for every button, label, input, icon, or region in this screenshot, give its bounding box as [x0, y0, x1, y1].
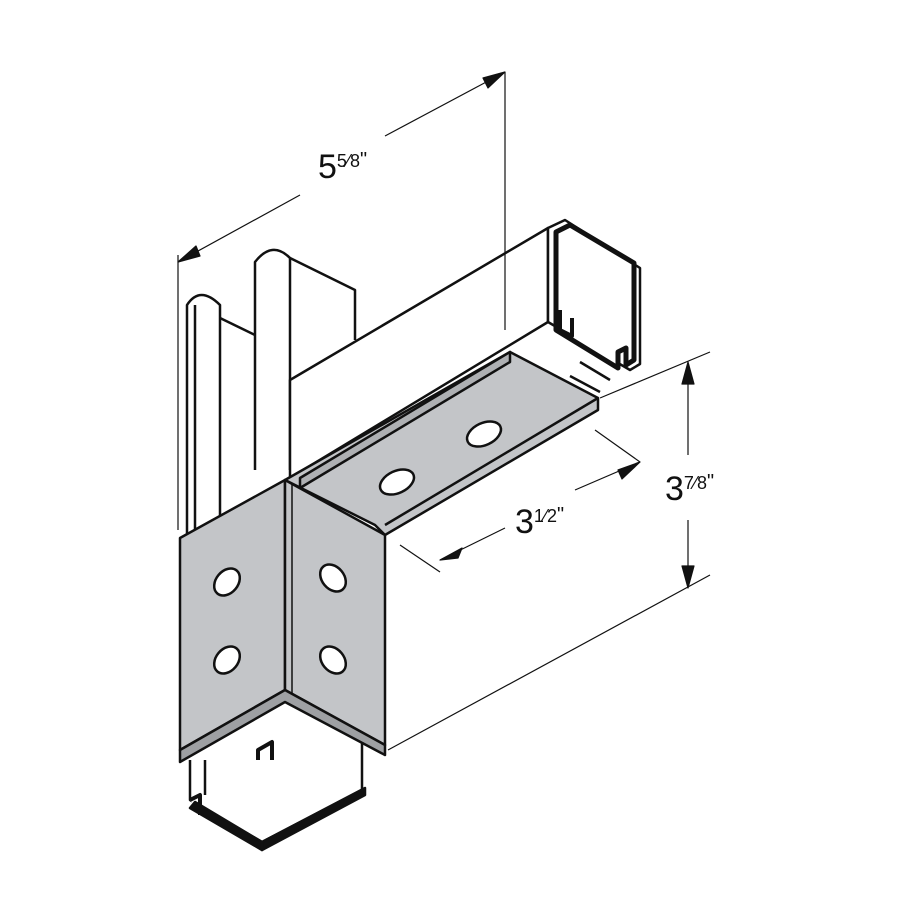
dimension-length-label: 55⁄8"	[318, 150, 367, 184]
dimension-height-label: 37⁄8"	[665, 472, 714, 506]
arm-whole: 3	[515, 503, 534, 541]
height-fraction: 7⁄8	[683, 473, 707, 493]
lower-channel	[188, 740, 367, 852]
arm-unit: "	[556, 504, 565, 526]
vertical-channel	[185, 248, 357, 535]
height-unit: "	[706, 471, 715, 493]
bracket-plate	[178, 350, 600, 764]
length-whole: 5	[318, 148, 337, 186]
bolt-holes	[212, 420, 503, 675]
dimension-arm-label: 31⁄2"	[515, 505, 564, 539]
dimension-lines	[177, 71, 711, 751]
horizontal-channel	[288, 218, 642, 480]
height-whole: 3	[665, 470, 684, 508]
length-fraction: 5⁄8	[336, 151, 360, 171]
arm-fraction: 1⁄2	[533, 506, 557, 526]
length-unit: "	[359, 149, 368, 171]
